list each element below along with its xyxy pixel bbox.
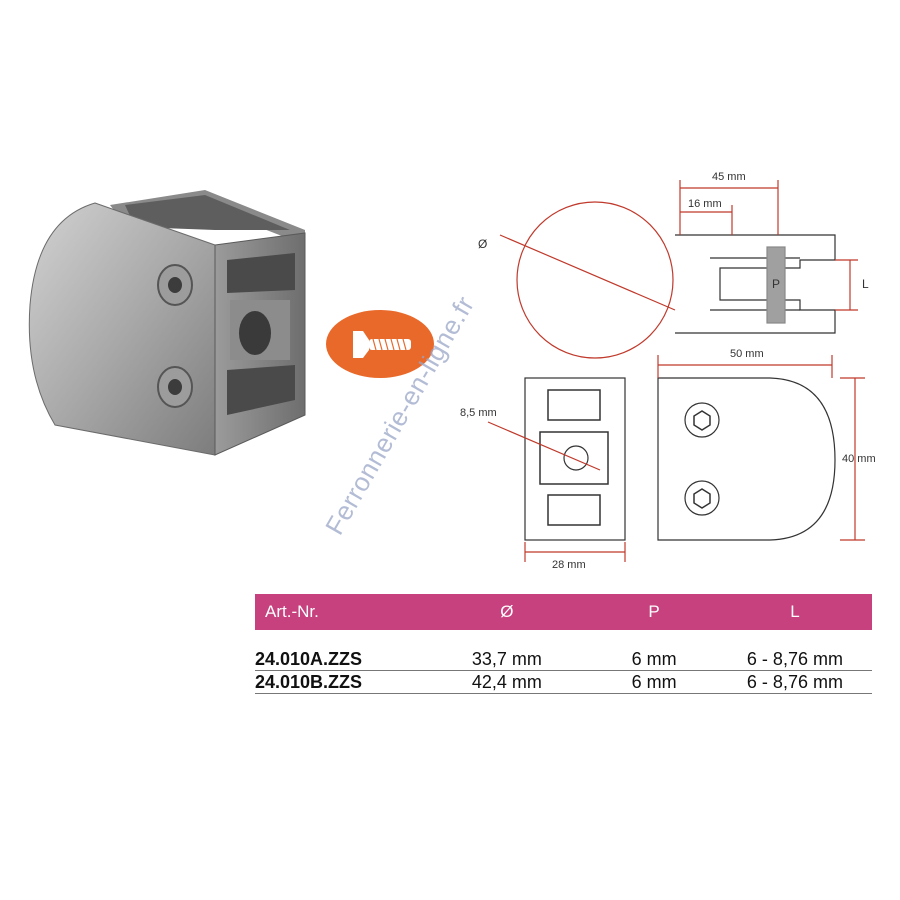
header-diameter: Ø bbox=[423, 594, 591, 630]
clamp-front-view bbox=[657, 377, 836, 541]
table-row: 24.010B.ZZS 42,4 mm 6 mm 6 - 8,76 mm bbox=[255, 670, 872, 694]
dim-45-label: 45 mm bbox=[712, 171, 746, 183]
screw-icon bbox=[353, 331, 411, 358]
cell-diameter: 42,4 mm bbox=[423, 670, 591, 694]
header-l: L bbox=[717, 594, 872, 630]
cell-diameter: 33,7 mm bbox=[423, 648, 591, 671]
clamp-side-view bbox=[675, 234, 836, 334]
cell-p: 6 mm bbox=[590, 648, 718, 671]
dim-28-label: 28 mm bbox=[552, 559, 586, 571]
table-header-row: Art.-Nr. Ø P L bbox=[255, 594, 872, 630]
dim-40-label: 40 mm bbox=[842, 453, 876, 465]
cell-l: 6 - 8,76 mm bbox=[717, 670, 872, 694]
dim-16-label: 16 mm bbox=[688, 198, 722, 210]
cell-art-nr: 24.010A.ZZS bbox=[255, 648, 424, 671]
spec-table: Art.-Nr. Ø P L 24.010A.ZZS 33,7 mm 6 mm … bbox=[255, 594, 872, 694]
table-row: 24.010A.ZZS 33,7 mm 6 mm 6 - 8,76 mm bbox=[255, 648, 872, 671]
cell-art-nr: 24.010B.ZZS bbox=[255, 670, 424, 694]
header-p: P bbox=[590, 594, 718, 630]
p-bar bbox=[766, 246, 786, 324]
screw-badge bbox=[326, 310, 434, 378]
glass-clamp-photo bbox=[28, 190, 306, 456]
cell-l: 6 - 8,76 mm bbox=[717, 648, 872, 671]
dim-l-label: L bbox=[862, 277, 869, 291]
tube-circle bbox=[516, 201, 674, 359]
header-art-nr: Art.-Nr. bbox=[255, 594, 424, 630]
cell-p: 6 mm bbox=[590, 670, 718, 694]
dim-p-label: P bbox=[772, 277, 780, 291]
dim-diameter-label: Ø bbox=[478, 237, 487, 251]
dim-50-label: 50 mm bbox=[730, 348, 764, 360]
clamp-back-view bbox=[524, 377, 626, 541]
technical-drawing: 45 mm 16 mm Ø P L 50 mm 8,5 mm 40 mm 28 … bbox=[460, 171, 876, 571]
dim-8-5-label: 8,5 mm bbox=[460, 407, 497, 419]
